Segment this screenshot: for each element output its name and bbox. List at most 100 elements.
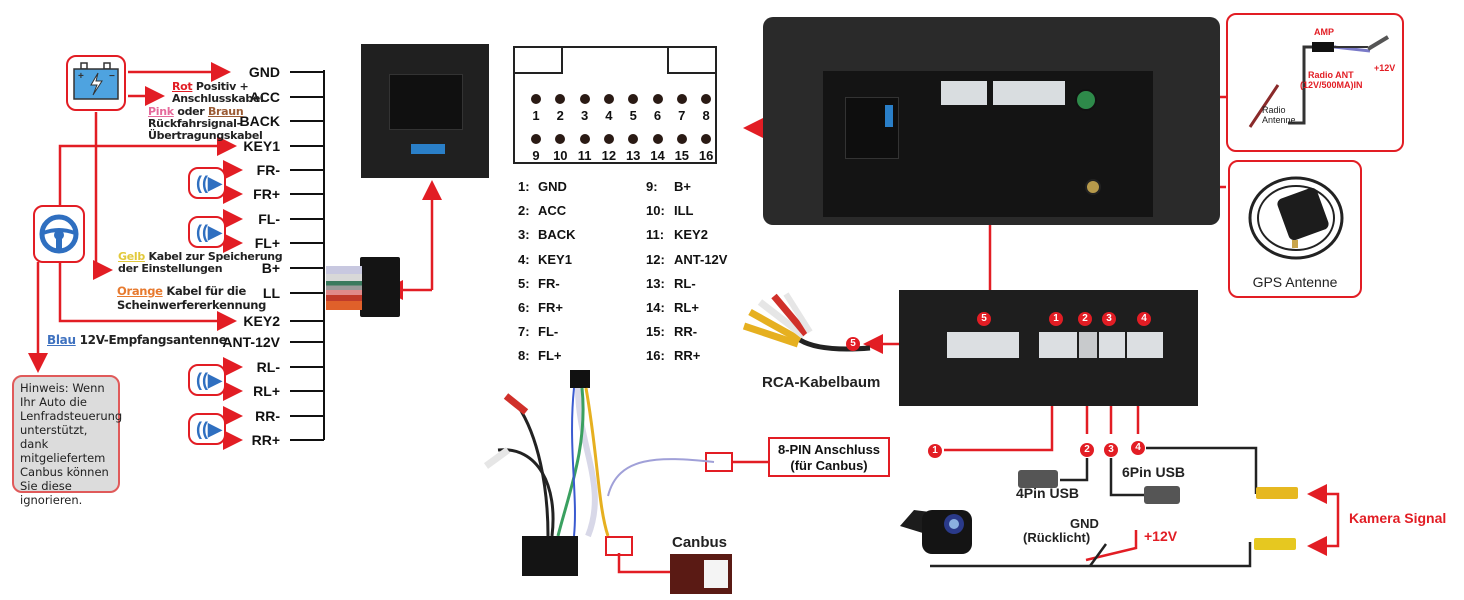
acc-note: Rot Positiv + Anschlusskabel (172, 80, 264, 105)
speaker-icon: ((▶ (196, 370, 222, 390)
pin-number: 13: (646, 275, 665, 291)
usb4-label: 4Pin USB (1016, 485, 1080, 501)
canbus-module (670, 554, 732, 594)
pin8-connector-label-box: 8-PIN Anschluss (für Canbus) (768, 437, 890, 477)
pin-label: KEY1 (243, 138, 280, 154)
gps-socket (1085, 179, 1101, 195)
pin-number: 11: (646, 227, 665, 243)
pin-number: 7: (518, 324, 530, 340)
pin-name: RR+ (674, 348, 701, 364)
camera-plus12-label: +12V (1144, 528, 1178, 544)
connector-pin-dot (652, 94, 663, 104)
pin-name: FL- (538, 324, 559, 340)
pin-label: LL (262, 285, 280, 301)
connector-pin-number: 5 (629, 108, 637, 123)
port-5-rca (947, 332, 1019, 358)
camera-cable (930, 542, 1252, 568)
connector-pin-dot (579, 134, 590, 144)
connector-pin-dot (676, 134, 687, 144)
arrow-bplus (93, 112, 113, 280)
pin-label: FR+ (253, 186, 280, 202)
fuse (411, 144, 445, 154)
canbus-harness-photo (478, 366, 738, 586)
usb6-label: 6Pin USB (1122, 464, 1186, 480)
connector-pin-dot (579, 94, 590, 104)
canbus-connector-highlight (605, 536, 633, 556)
pin-table-row: 15:RR- (646, 324, 697, 339)
pin-table-row: 4:KEY1 (518, 252, 572, 267)
steering-wheel-icon-box (33, 205, 85, 263)
arrow-key1 (58, 136, 237, 205)
speaker-icon-box-rear-right: ((▶ (188, 413, 226, 445)
pin-table-row: 3:BACK (518, 227, 576, 242)
radio-antenne-label: Radio Antenne (1262, 105, 1296, 125)
pin-label: RL- (256, 359, 280, 375)
pin-name: FL+ (538, 348, 562, 364)
head-unit-ports-photo: 5 1 2 3 4 (899, 290, 1198, 406)
connector-pin-dot (628, 94, 639, 104)
arrow-key2 (58, 262, 237, 331)
pin-label: GND (248, 64, 280, 80)
pin-name: ILL (674, 203, 694, 219)
radio-antenna-box: AMP Radio ANT (12V/500MA)IN +12V Radio A… (1226, 13, 1404, 152)
camera-port-badge: 4 (1131, 441, 1145, 455)
pin-bus-lines (290, 70, 325, 441)
connector-pin-number: 10 (553, 148, 568, 163)
pin-number: 5: (518, 275, 530, 291)
connector-pin-number: 1 (532, 108, 540, 123)
pin-table-row: 11:KEY2 (646, 227, 708, 242)
connector-pin-number: 6 (653, 108, 662, 123)
port-block-2 (993, 81, 1065, 105)
pin-number: 9: (646, 179, 658, 194)
pin-table-row: 12:ANT-12V (646, 252, 727, 267)
canbus-box-line (617, 553, 670, 574)
head-unit-back-photo (763, 17, 1220, 225)
connector-pin-dot (701, 94, 712, 104)
camera-rca-female (1256, 487, 1298, 499)
connector-pin-number: 7 (678, 108, 686, 123)
pin-number: 4: (518, 251, 530, 267)
connector-pin-dot (555, 94, 566, 104)
cam-cable-top (1146, 446, 1258, 494)
connector-pin-number: 8 (702, 108, 710, 123)
radio-ant-spec: (12V/500MA)IN (1300, 80, 1363, 90)
iso-connector-socket (845, 97, 899, 159)
pin-number: 6: (518, 300, 530, 315)
connector-pin-number: 2 (556, 108, 564, 123)
amp-label: AMP (1314, 27, 1334, 37)
svg-text:+: + (78, 71, 84, 82)
backup-camera-photo (896, 504, 980, 566)
camera-signal-label: Kamera Signal (1349, 510, 1447, 526)
pin-table-row: 13:RL- (646, 276, 696, 291)
ant-note: Blau 12V-Empfangsantenne (47, 333, 227, 347)
harness-wires (326, 266, 362, 310)
pin-label: FL+ (254, 235, 280, 251)
pin-name: ANT-12V (674, 251, 728, 267)
pin-label: RR- (255, 408, 280, 424)
pin-table-row: 1:GND (518, 179, 567, 194)
usb6-badge: 3 (1104, 443, 1118, 457)
port-block-1 (941, 81, 987, 105)
connector-pin-number: 11 (577, 148, 592, 163)
pin-table-row: 7: FL- (518, 324, 558, 339)
usb4-badge: 2 (1080, 443, 1094, 457)
radio-ant-label: Radio ANT (1308, 70, 1354, 80)
pin-number: 2: (518, 203, 530, 219)
camera-gnd-label: GND (1070, 516, 1099, 531)
port-badge-2: 2 (1078, 312, 1092, 326)
steering-wheel-hint: Hinweis: Wenn Ihr Auto die Lenfradsteuer… (12, 375, 122, 507)
ll-note: Orange Kabel für die Scheinwerfererkennu… (117, 284, 267, 312)
pin-table-row: 6:FR+ (518, 300, 563, 315)
speaker-icon: ((▶ (196, 419, 222, 439)
rca-harness-label: RCA-Kabelbaum (762, 374, 881, 391)
usb4-plug-icon (1018, 470, 1058, 488)
speaker-icon: ((▶ (196, 222, 222, 242)
speaker-icon-box-front-right: ((▶ (188, 167, 226, 199)
pin-name: BACK (538, 227, 576, 243)
pin-table-row: 9:B+ (646, 179, 691, 194)
pin-number: 1: (518, 179, 530, 194)
gps-antenna-icon (1248, 176, 1344, 260)
usb4-cable (1060, 458, 1089, 482)
svg-text:−: − (109, 71, 115, 82)
